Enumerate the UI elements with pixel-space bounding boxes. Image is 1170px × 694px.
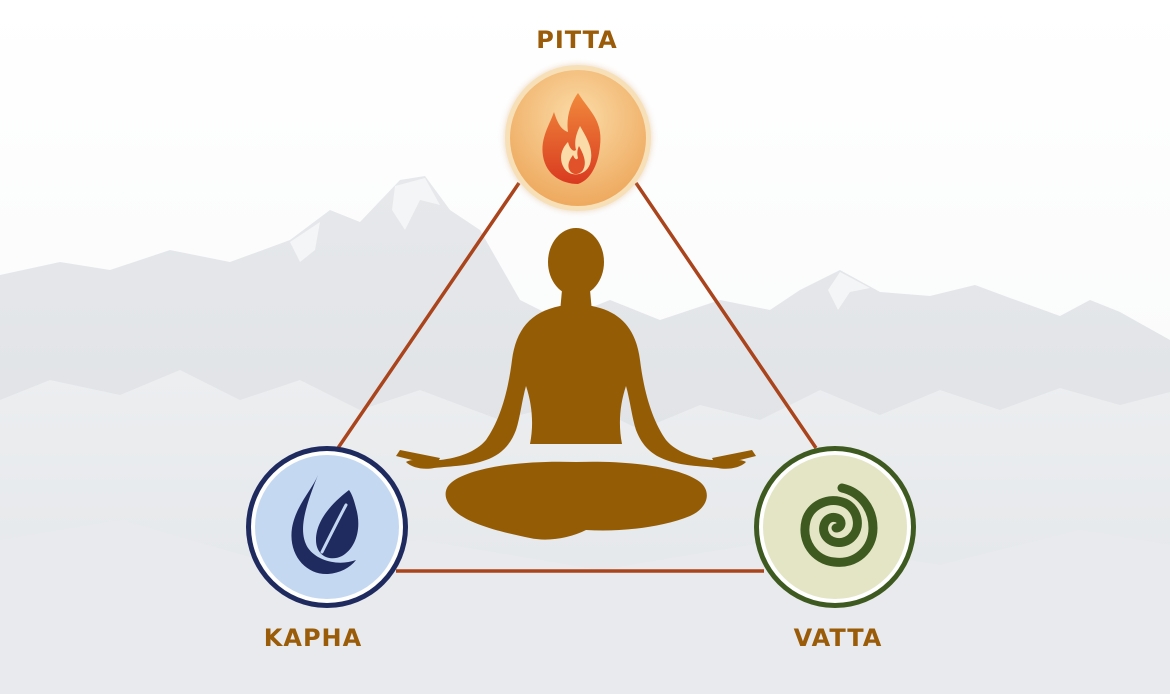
meditating-person-icon <box>396 228 756 540</box>
water-drop-leaf-icon <box>291 475 359 575</box>
pitta-label: PITTA <box>536 26 618 54</box>
connector-pitta-vatta <box>634 182 818 449</box>
vatta-node <box>754 446 916 608</box>
kapha-node <box>246 446 408 608</box>
pitta-node <box>504 64 652 212</box>
fire-icon <box>542 93 601 184</box>
connector-pitta-kapha <box>336 182 521 449</box>
vatta-label: VATTA <box>793 624 883 652</box>
spiral-icon <box>800 483 878 567</box>
kapha-label: KAPHA <box>263 624 363 652</box>
